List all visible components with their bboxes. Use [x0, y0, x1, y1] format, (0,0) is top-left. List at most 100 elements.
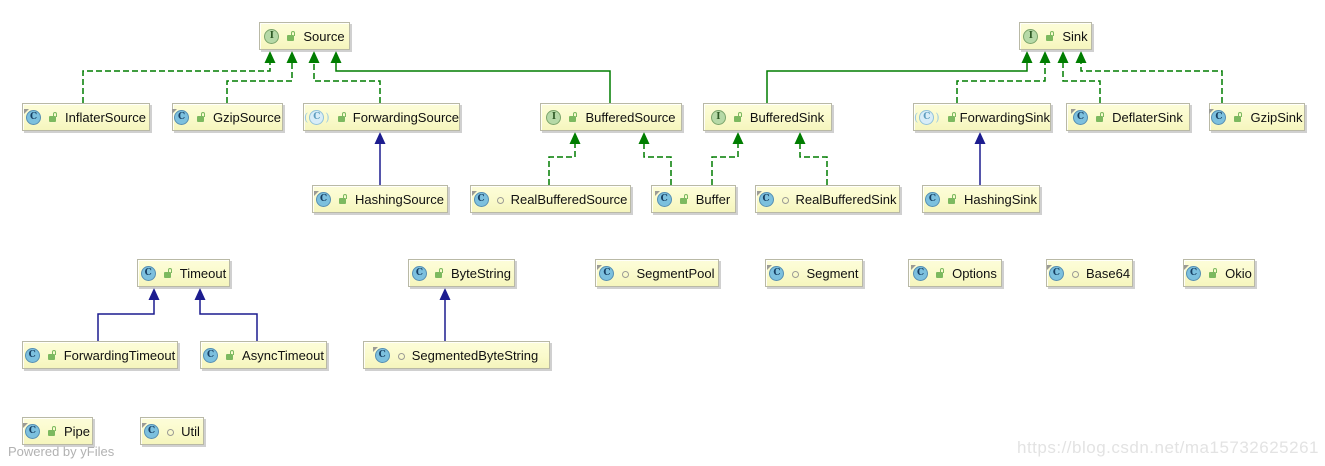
node-label: Timeout [179, 265, 227, 281]
class-icon: C [1184, 264, 1202, 281]
public-visibility-icon [733, 111, 744, 123]
public-visibility-icon [197, 111, 207, 123]
public-visibility-icon [679, 193, 690, 205]
node-label: Sink [1062, 28, 1088, 44]
package-visibility-icon [622, 270, 630, 278]
node-label: SegmentedByteString [411, 347, 539, 363]
class-node-forwarding-timeout[interactable]: C ForwardingTimeout [22, 341, 178, 369]
node-label: GzipSink [1250, 109, 1303, 125]
node-label: Pipe [63, 423, 91, 439]
public-visibility-icon [226, 349, 236, 361]
class-icon: C [24, 347, 40, 363]
interface-icon: I [546, 109, 562, 125]
class-node-options[interactable]: C Options [908, 259, 1002, 287]
class-icon: C [140, 265, 156, 281]
node-label: Options [952, 265, 997, 281]
abstract-class-icon: (C) [304, 109, 330, 125]
class-icon: C [767, 264, 785, 281]
edge-forwarding-timeout-to-timeout [97, 288, 160, 341]
interface-icon: I [1023, 28, 1039, 44]
public-visibility-icon [948, 193, 958, 205]
corner-mark-icon [911, 264, 917, 270]
node-label: AsyncTimeout [242, 347, 324, 363]
class-icon: C [756, 190, 774, 207]
class-icon: C [1046, 264, 1064, 281]
public-visibility-icon [47, 425, 58, 437]
corner-mark-icon [1046, 264, 1052, 270]
class-node-timeout[interactable]: C Timeout [137, 259, 230, 287]
node-label: BufferedSink [749, 109, 825, 125]
edge-inflater-source-to-source [82, 51, 276, 103]
corner-mark-icon [471, 190, 477, 196]
edge-forwarding-source-to-source [308, 51, 381, 103]
csdn-watermark: https://blog.csdn.net/ma15732625261 [1017, 438, 1319, 457]
class-node-base64[interactable]: C Base64 [1046, 259, 1133, 287]
corner-mark-icon [597, 264, 603, 270]
node-label: ByteString [451, 265, 511, 281]
class-icon: C [925, 191, 940, 207]
corner-mark-icon [654, 190, 660, 196]
package-visibility-icon [167, 428, 175, 436]
package-visibility-icon [792, 270, 800, 278]
class-icon: C [314, 190, 332, 207]
corner-mark-icon [1184, 264, 1190, 270]
class-node-segmented-byte-string[interactable]: C SegmentedByteString [363, 341, 550, 369]
public-visibility-icon [1096, 111, 1106, 123]
edge-gzip-sink-to-sink [1075, 51, 1223, 103]
public-visibility-icon [1209, 267, 1219, 279]
corner-mark-icon [1209, 108, 1215, 114]
corner-mark-icon [24, 108, 30, 114]
class-icon: C [372, 346, 390, 363]
edge-buffered-source-to-source [330, 51, 611, 103]
node-label: Okio [1225, 265, 1252, 281]
edge-deflater-sink-to-sink [1057, 51, 1101, 103]
class-node-forwarding-sink[interactable]: (C)ForwardingSink [913, 103, 1051, 131]
class-icon: C [911, 264, 929, 281]
edge-buffered-sink-to-sink [766, 51, 1033, 103]
class-icon: C [24, 108, 42, 125]
edge-segmented-byte-string-to-byte-string [439, 288, 451, 341]
edge-hashing-source-to-forwarding-source [374, 132, 386, 185]
class-node-forwarding-source[interactable]: (C)ForwardingSource [303, 103, 460, 131]
node-label: ForwardingTimeout [63, 347, 176, 363]
class-icon: C [203, 347, 219, 363]
interface-icon: I [264, 28, 280, 44]
public-visibility-icon [435, 267, 445, 279]
class-icon: C [654, 190, 672, 207]
edge-real-buffered-sink-to-buffered-sink [794, 132, 828, 185]
corner-mark-icon [372, 346, 378, 352]
interface-node-sink[interactable]: I Sink [1019, 22, 1092, 50]
node-label: Base64 [1085, 265, 1131, 281]
public-visibility-icon [936, 267, 946, 279]
node-label: Segment [806, 265, 859, 281]
corner-mark-icon [314, 190, 320, 196]
class-node-segment[interactable]: C Segment [765, 259, 863, 287]
edge-forwarding-sink-to-sink [956, 51, 1051, 103]
public-visibility-icon [163, 267, 174, 279]
corner-mark-icon [142, 422, 148, 428]
class-node-okio[interactable]: C Okio [1183, 259, 1255, 287]
public-visibility-icon [337, 111, 347, 123]
class-icon: C [142, 422, 160, 439]
package-visibility-icon [1071, 270, 1080, 278]
public-visibility-icon [947, 111, 956, 123]
node-label: ForwardingSink [959, 109, 1050, 125]
class-node-async-timeout[interactable]: C AsyncTimeout [200, 341, 327, 369]
